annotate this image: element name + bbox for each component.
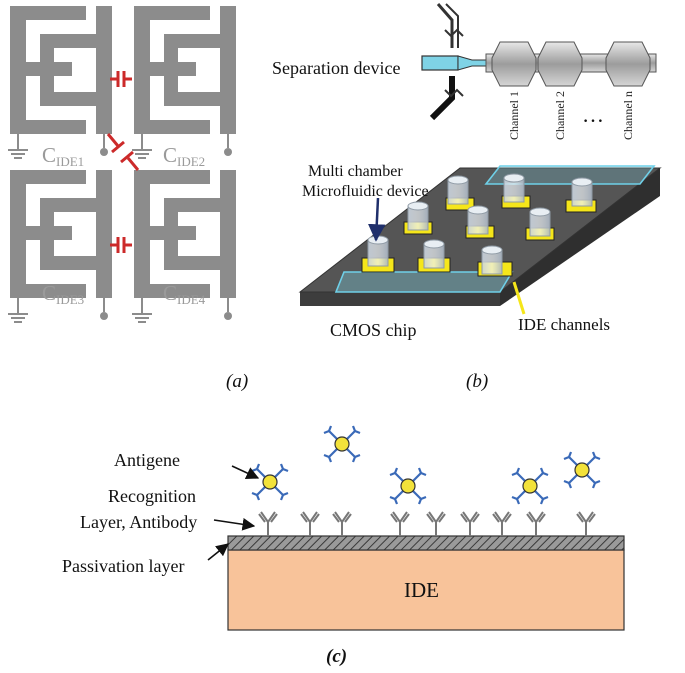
coupling-capacitor-bottom — [110, 237, 132, 253]
antigen — [563, 451, 601, 489]
antibody — [460, 511, 480, 536]
outlet-tube-bottom — [429, 76, 455, 121]
cide2-sub: IDE2 — [177, 154, 205, 169]
ide-cell-ide1 — [8, 6, 112, 159]
coupling-capacitor-top — [110, 71, 132, 87]
channel-2-chamber — [537, 41, 583, 87]
antibody — [526, 511, 546, 536]
channel-n-chamber — [605, 41, 651, 87]
cide4-sub: IDE4 — [177, 292, 206, 307]
cide1-label: CIDE1 — [42, 143, 84, 169]
coupling-capacitors — [106, 71, 140, 253]
caption-c: (c) — [326, 646, 347, 667]
antibody — [492, 511, 512, 536]
ground-icon — [8, 298, 28, 323]
antigen — [251, 463, 289, 501]
inlet-tube-top — [436, 3, 454, 48]
chamber-3 — [565, 177, 597, 213]
antibody — [332, 511, 352, 536]
chamber-2 — [501, 173, 531, 209]
cide4-label: CIDE4 — [163, 281, 206, 307]
ide-cell-ide2 — [132, 6, 236, 159]
ide-cell-ide3 — [8, 170, 112, 323]
channel-2-label: Channel 2 — [553, 91, 567, 140]
antibody — [258, 511, 278, 536]
ground-icon — [132, 298, 152, 323]
recognition-label-line2: Layer, Antibody — [80, 512, 197, 532]
chamber-9 — [477, 245, 513, 277]
antibody — [576, 511, 596, 536]
cide2-label: CIDE2 — [163, 143, 205, 169]
microfluidic-chambers — [361, 173, 597, 277]
inlet-zigzag — [444, 28, 464, 38]
chamber-4 — [403, 201, 433, 235]
antigen — [323, 425, 361, 463]
ide-cell-ide4 — [132, 170, 236, 323]
separation-device — [421, 3, 657, 121]
separation-device-label: Separation device — [272, 58, 400, 78]
antigen-layer — [251, 425, 601, 505]
separation-chamber — [421, 55, 459, 71]
cide1-base: C — [42, 143, 56, 167]
cide4-base: C — [163, 281, 177, 305]
chamber-7 — [361, 235, 395, 273]
recognition-label-line1: Recognition — [108, 486, 196, 506]
cide1-sub: IDE1 — [56, 154, 84, 169]
antibody — [390, 511, 410, 536]
ide-block — [227, 549, 625, 631]
antigene-label: Antigene — [114, 450, 180, 470]
chamber-5 — [465, 205, 495, 239]
chamber-6 — [525, 207, 555, 241]
antigen — [511, 467, 549, 505]
antigen — [389, 467, 427, 505]
chamber-8 — [417, 239, 451, 273]
cide3-sub: IDE3 — [56, 292, 84, 307]
antibody — [300, 511, 320, 536]
cide3-label: CIDE3 — [42, 281, 84, 307]
terminal-node — [224, 312, 232, 320]
caption-a: (a) — [226, 371, 248, 392]
antibody-layer — [258, 511, 596, 536]
cide2-base: C — [163, 143, 177, 167]
coupling-capacitor-middle — [106, 133, 140, 171]
passivation-layer — [227, 535, 625, 551]
chamber-1 — [445, 175, 475, 211]
channel-n-label: Channel n — [621, 91, 635, 140]
ground-icon — [132, 134, 152, 159]
cide3-base: C — [42, 281, 56, 305]
chamber-label-line2: Microfluidic device — [302, 183, 429, 200]
ground-icon — [8, 134, 28, 159]
antigene-arrow — [231, 465, 260, 479]
chamber-label-line1: Multi chamber — [308, 163, 403, 180]
caption-b: (b) — [466, 371, 488, 392]
channel-1-chamber — [491, 41, 537, 87]
antibody — [426, 511, 446, 536]
ide-channels-label: IDE channels — [518, 315, 610, 334]
cmos-chip-label: CMOS chip — [330, 320, 417, 340]
recognition-arrow — [213, 517, 256, 531]
panel-a-ide-layout — [8, 6, 236, 323]
chamber-arrow — [368, 197, 386, 242]
passivation-label: Passivation layer — [62, 556, 184, 576]
passivation-arrow — [207, 543, 229, 561]
ide-channel-front — [334, 271, 514, 293]
channel-1-label: Channel 1 — [507, 91, 521, 140]
ide-channels-pointer — [512, 281, 526, 315]
chip-right-face — [500, 168, 660, 306]
terminal-node — [100, 312, 108, 320]
terminal-node — [224, 148, 232, 156]
terminal-node — [100, 148, 108, 156]
channel-ellipsis: … — [582, 102, 604, 127]
ide-label: IDE — [404, 578, 439, 602]
ide-channel-back — [484, 165, 656, 185]
